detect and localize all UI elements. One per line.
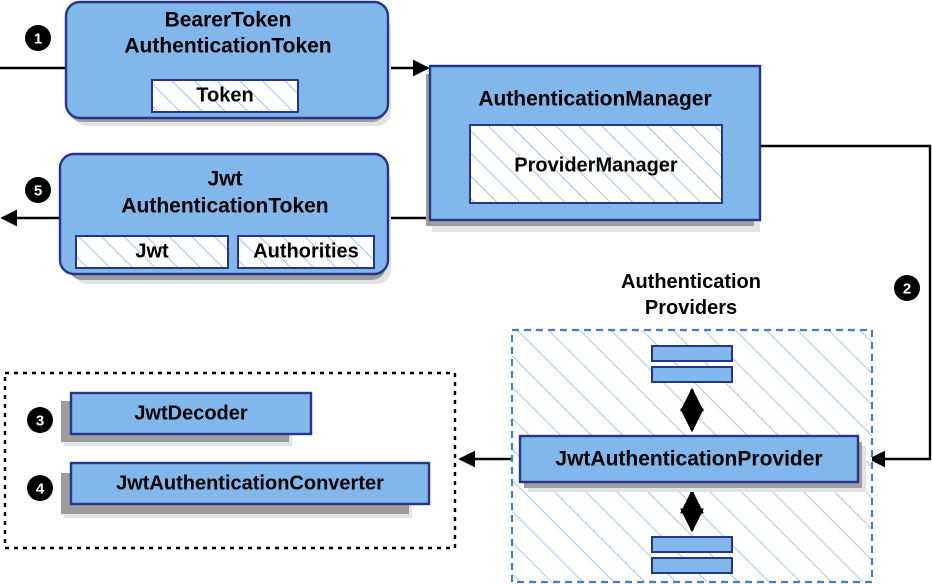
jwt-converter-box[interactable] (69, 461, 431, 506)
providers-group-title-line1: Authentication (621, 271, 761, 293)
badge-number: 5 (34, 183, 42, 200)
bearer-token-title-line2: AuthenticationToken (124, 35, 331, 58)
badge-circle-icon (894, 275, 920, 301)
jwt-token-title-line1: Jwt (207, 168, 242, 191)
provider-placeholder-bar (651, 557, 733, 574)
jwt-decoder-label: JwtDecoder (134, 402, 248, 424)
jwt-inner-box[interactable] (75, 235, 229, 269)
step-badge-2: 2 (894, 275, 920, 301)
provider-placeholder-bar (651, 536, 733, 553)
authorities-inner-label: Authorities (253, 240, 359, 262)
badge-number: 1 (34, 31, 42, 48)
bearer-token-node: BearerToken AuthenticationToken Token (64, 0, 391, 126)
step-badges: 1 5 2 3 4 (25, 25, 920, 501)
bearer-token-title-line1: BearerToken (165, 9, 292, 32)
authentication-manager-node: AuthenticationManager ProviderManager (426, 64, 762, 232)
badge-number: 4 (36, 481, 45, 498)
connector-manager-to-providers (760, 144, 932, 468)
jwt-auth-provider-label: JwtAuthenticationProvider (555, 448, 822, 471)
auth-manager-title: AuthenticationManager (478, 88, 711, 111)
badge-circle-icon (25, 177, 51, 203)
badge-circle-icon (25, 25, 51, 51)
bearer-token-box[interactable] (64, 0, 390, 120)
step-badge-1: 1 (25, 25, 51, 51)
step-badge-5: 5 (25, 177, 51, 203)
jwt-auth-provider-box[interactable] (518, 434, 860, 484)
jwt-token-title-line2: AuthenticationToken (121, 195, 328, 218)
jwt-support-group: JwtDecoder JwtAuthenticationConverter (3, 371, 457, 550)
jwt-inner-label: Jwt (135, 240, 169, 262)
provider-manager-box[interactable] (469, 124, 723, 204)
providers-group-title-line2: Providers (645, 297, 737, 319)
badge-number: 3 (36, 413, 44, 430)
step-badge-4: 4 (27, 475, 53, 501)
authentication-providers-group: Authentication Providers JwtAuthenticati… (510, 271, 874, 584)
badge-circle-icon (27, 407, 53, 433)
provider-manager-label: ProviderManager (514, 154, 678, 176)
jwt-authentication-token-node: Jwt AuthenticationToken Jwt Authorities (58, 152, 391, 284)
token-inner-label: Token (196, 84, 253, 106)
badge-circle-icon (27, 475, 53, 501)
jwt-decoder-box[interactable] (69, 391, 313, 436)
provider-placeholder-bar (651, 345, 733, 362)
step-badge-3: 3 (27, 407, 53, 433)
jwt-converter-label: JwtAuthenticationConverter (116, 472, 384, 494)
provider-placeholder-bar (651, 366, 733, 383)
badge-number: 2 (903, 281, 911, 298)
jwt-support-group-box (3, 371, 457, 550)
token-inner-box[interactable] (151, 79, 299, 113)
authorities-inner-box[interactable] (237, 235, 375, 269)
connectors (0, 59, 932, 468)
